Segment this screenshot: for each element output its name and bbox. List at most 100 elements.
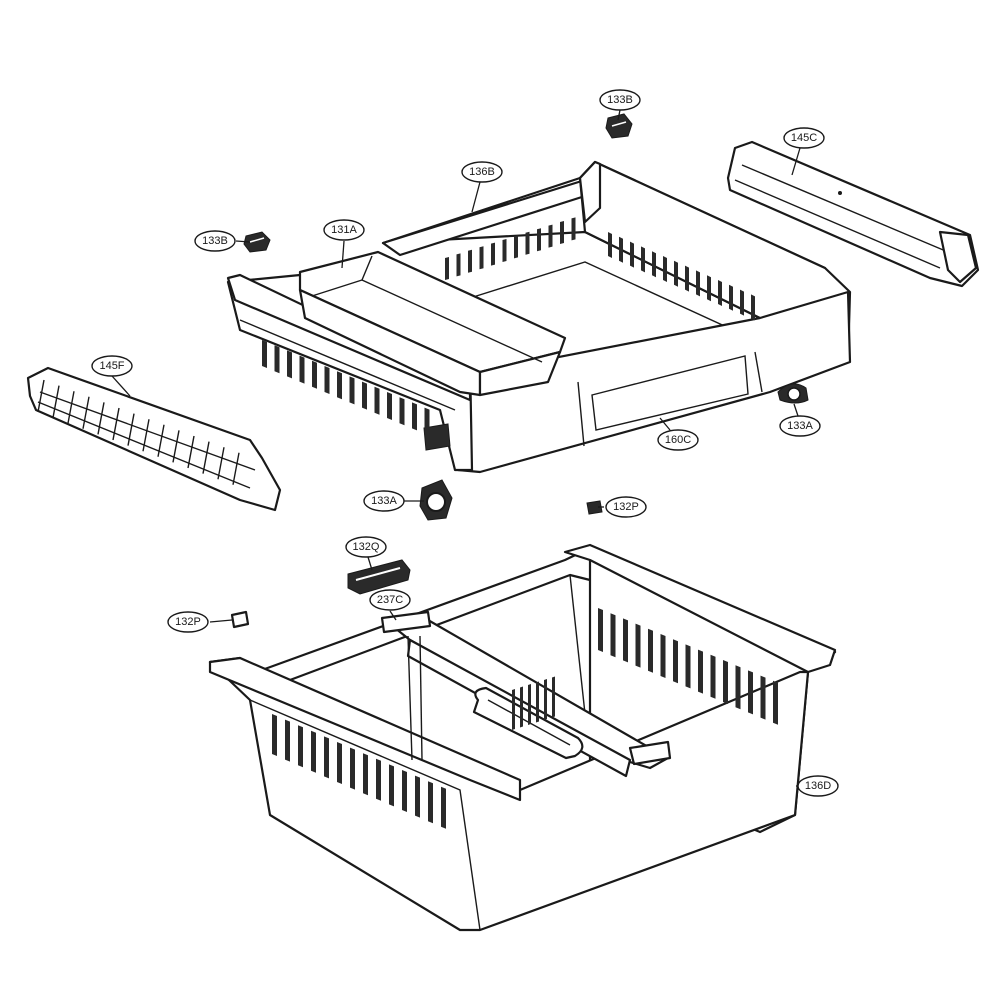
vent-slot <box>652 251 656 278</box>
vent-slot <box>387 392 392 420</box>
bin-131a <box>298 250 567 397</box>
callout-label: 131A <box>331 224 357 236</box>
vent-slot <box>502 239 507 262</box>
callout-133a-right: 133A <box>779 415 821 437</box>
callout-label: 132Q <box>353 541 380 553</box>
grid-bar <box>82 396 90 429</box>
grid-bar <box>187 435 195 469</box>
vent-slot <box>262 340 267 368</box>
callout-136d: 136D <box>797 775 839 797</box>
rail-145f <box>26 366 282 512</box>
vent-slot <box>456 253 461 277</box>
vent-slot <box>424 407 430 436</box>
vent-slot <box>389 764 394 807</box>
vent-slot <box>648 628 653 673</box>
clip-132p-left <box>230 610 250 629</box>
vent-slots <box>512 676 555 730</box>
grid-bar <box>52 385 60 418</box>
vent-slot <box>445 257 449 280</box>
vent-slots <box>262 340 430 436</box>
vent-slot <box>350 747 355 790</box>
callout-label: 145F <box>99 360 124 372</box>
vent-slot <box>685 644 691 689</box>
vent-slot <box>740 289 744 316</box>
lower-drawer-136d <box>208 543 837 932</box>
callout-132q: 132Q <box>345 536 387 558</box>
vent-slot <box>735 665 741 710</box>
callout-label: 133A <box>787 420 813 432</box>
vent-slot <box>285 719 290 762</box>
callout-131a: 131A <box>323 219 365 241</box>
callout-label: 136B <box>469 166 495 178</box>
vent-slot <box>663 256 667 282</box>
grid-bar <box>202 441 210 474</box>
grid-bar <box>217 447 225 480</box>
vent-slot <box>707 275 711 302</box>
vent-slot <box>751 294 755 321</box>
callout-132p-right: 132P <box>605 496 647 518</box>
vent-slot <box>299 355 305 384</box>
callout-133b-left: 133B <box>194 230 236 252</box>
vent-slot <box>287 350 292 379</box>
vent-slot <box>337 371 342 400</box>
callout-label: 133B <box>607 94 633 106</box>
vent-slot <box>363 753 368 796</box>
grid-bar <box>157 424 165 457</box>
callout-132p-left: 132P <box>167 611 209 633</box>
vent-slot <box>376 758 381 801</box>
vent-slot <box>641 246 645 273</box>
vent-slot <box>673 639 678 684</box>
callout-133b-top: 133B <box>599 89 641 111</box>
vent-slot <box>402 770 407 812</box>
grid-bar <box>232 452 240 485</box>
leader-lines <box>111 109 801 787</box>
callout-label: 132P <box>613 501 639 513</box>
callout-145f: 145F <box>91 355 133 377</box>
grid-bar <box>112 407 120 441</box>
grid-bar <box>67 391 75 424</box>
vent-slot <box>312 360 317 389</box>
vent-slot <box>660 634 666 678</box>
vent-slot <box>274 345 280 374</box>
vent-slot <box>441 786 446 829</box>
vent-slot <box>520 686 523 728</box>
vent-slot <box>362 381 367 410</box>
vent-slot <box>560 221 564 244</box>
vent-slots <box>608 232 755 321</box>
vent-slot <box>544 679 547 720</box>
wheel-133a <box>419 479 453 521</box>
vent-slot <box>552 676 555 718</box>
vent-slot <box>674 260 678 287</box>
vent-slot <box>512 689 515 730</box>
callout-label: 133B <box>202 235 228 247</box>
clip-133b-left <box>243 231 271 253</box>
clip-132p-right <box>586 500 603 515</box>
vent-slot <box>710 654 716 699</box>
vent-slot <box>514 235 518 259</box>
vent-slot <box>729 284 733 311</box>
callout-136b: 136B <box>461 161 503 183</box>
vent-slot <box>630 241 634 268</box>
vent-slot <box>491 242 495 266</box>
vent-slot <box>773 680 778 725</box>
vent-slot <box>428 781 433 824</box>
grid-bar <box>142 419 150 452</box>
vent-slot <box>718 280 722 306</box>
vent-slot <box>635 623 641 668</box>
clip-133b-top <box>605 113 633 139</box>
vent-slot <box>536 681 539 723</box>
vent-slot <box>349 376 355 405</box>
vent-slot <box>760 675 766 720</box>
callout-label: 237C <box>377 594 403 606</box>
vent-slot <box>324 366 330 394</box>
callout-label: 136D <box>805 780 831 792</box>
vent-slot <box>571 217 576 241</box>
callout-160c: 160C <box>657 429 699 451</box>
vent-slot <box>412 402 417 431</box>
vent-slot <box>525 231 530 255</box>
vent-slot <box>415 775 420 818</box>
grid-bar <box>127 413 135 446</box>
vent-slot <box>537 228 541 252</box>
vent-slot <box>610 613 616 658</box>
